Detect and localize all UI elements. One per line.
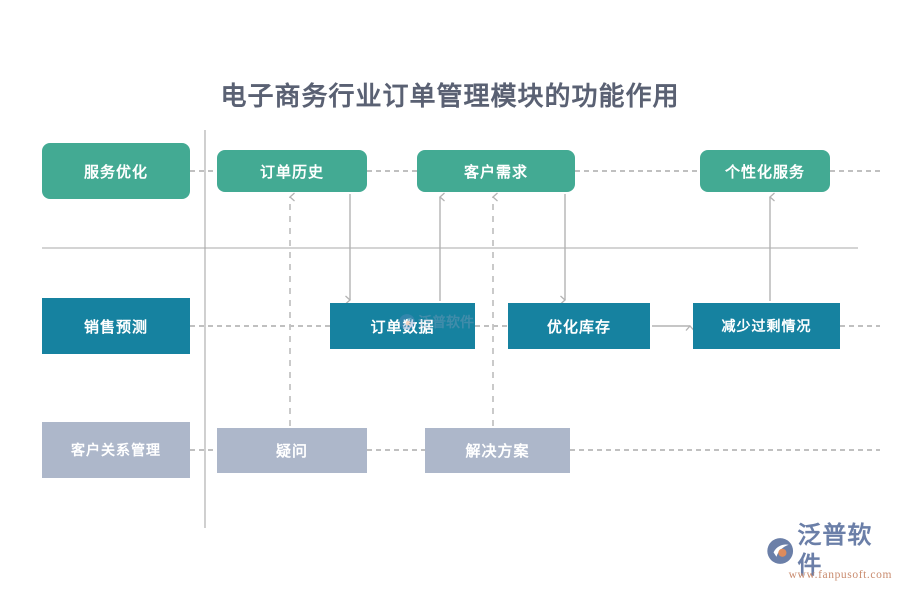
node-customer-demand[interactable]: 客户需求 xyxy=(417,150,575,192)
page-title: 电子商务行业订单管理模块的功能作用 xyxy=(220,81,680,111)
node-personalized-service[interactable]: 个性化服务 xyxy=(700,150,830,192)
node-customer-relationship-management[interactable]: 客户关系管理 xyxy=(42,422,190,478)
node-reduce-excess[interactable]: 减少过剩情况 xyxy=(693,303,840,349)
node-order-history[interactable]: 订单历史 xyxy=(217,150,367,192)
brand-name: 泛普软件 xyxy=(797,522,873,579)
brand-url: www.fanpusoft.com xyxy=(788,569,892,581)
node-service-optimization[interactable]: 服务优化 xyxy=(42,143,190,199)
node-optimize-inventory[interactable]: 优化库存 xyxy=(508,303,650,349)
node-order-data[interactable]: 订单数据 xyxy=(330,303,475,349)
brand-logo-row: 泛普软件 xyxy=(766,522,892,579)
fanpu-logo-icon xyxy=(767,538,794,564)
node-sales-forecast[interactable]: 销售预测 xyxy=(42,298,190,354)
node-solution[interactable]: 解决方案 xyxy=(425,428,570,473)
brand-logo: 泛普软件 www.fanpusoft.com xyxy=(766,522,892,586)
node-question[interactable]: 疑问 xyxy=(217,428,367,473)
